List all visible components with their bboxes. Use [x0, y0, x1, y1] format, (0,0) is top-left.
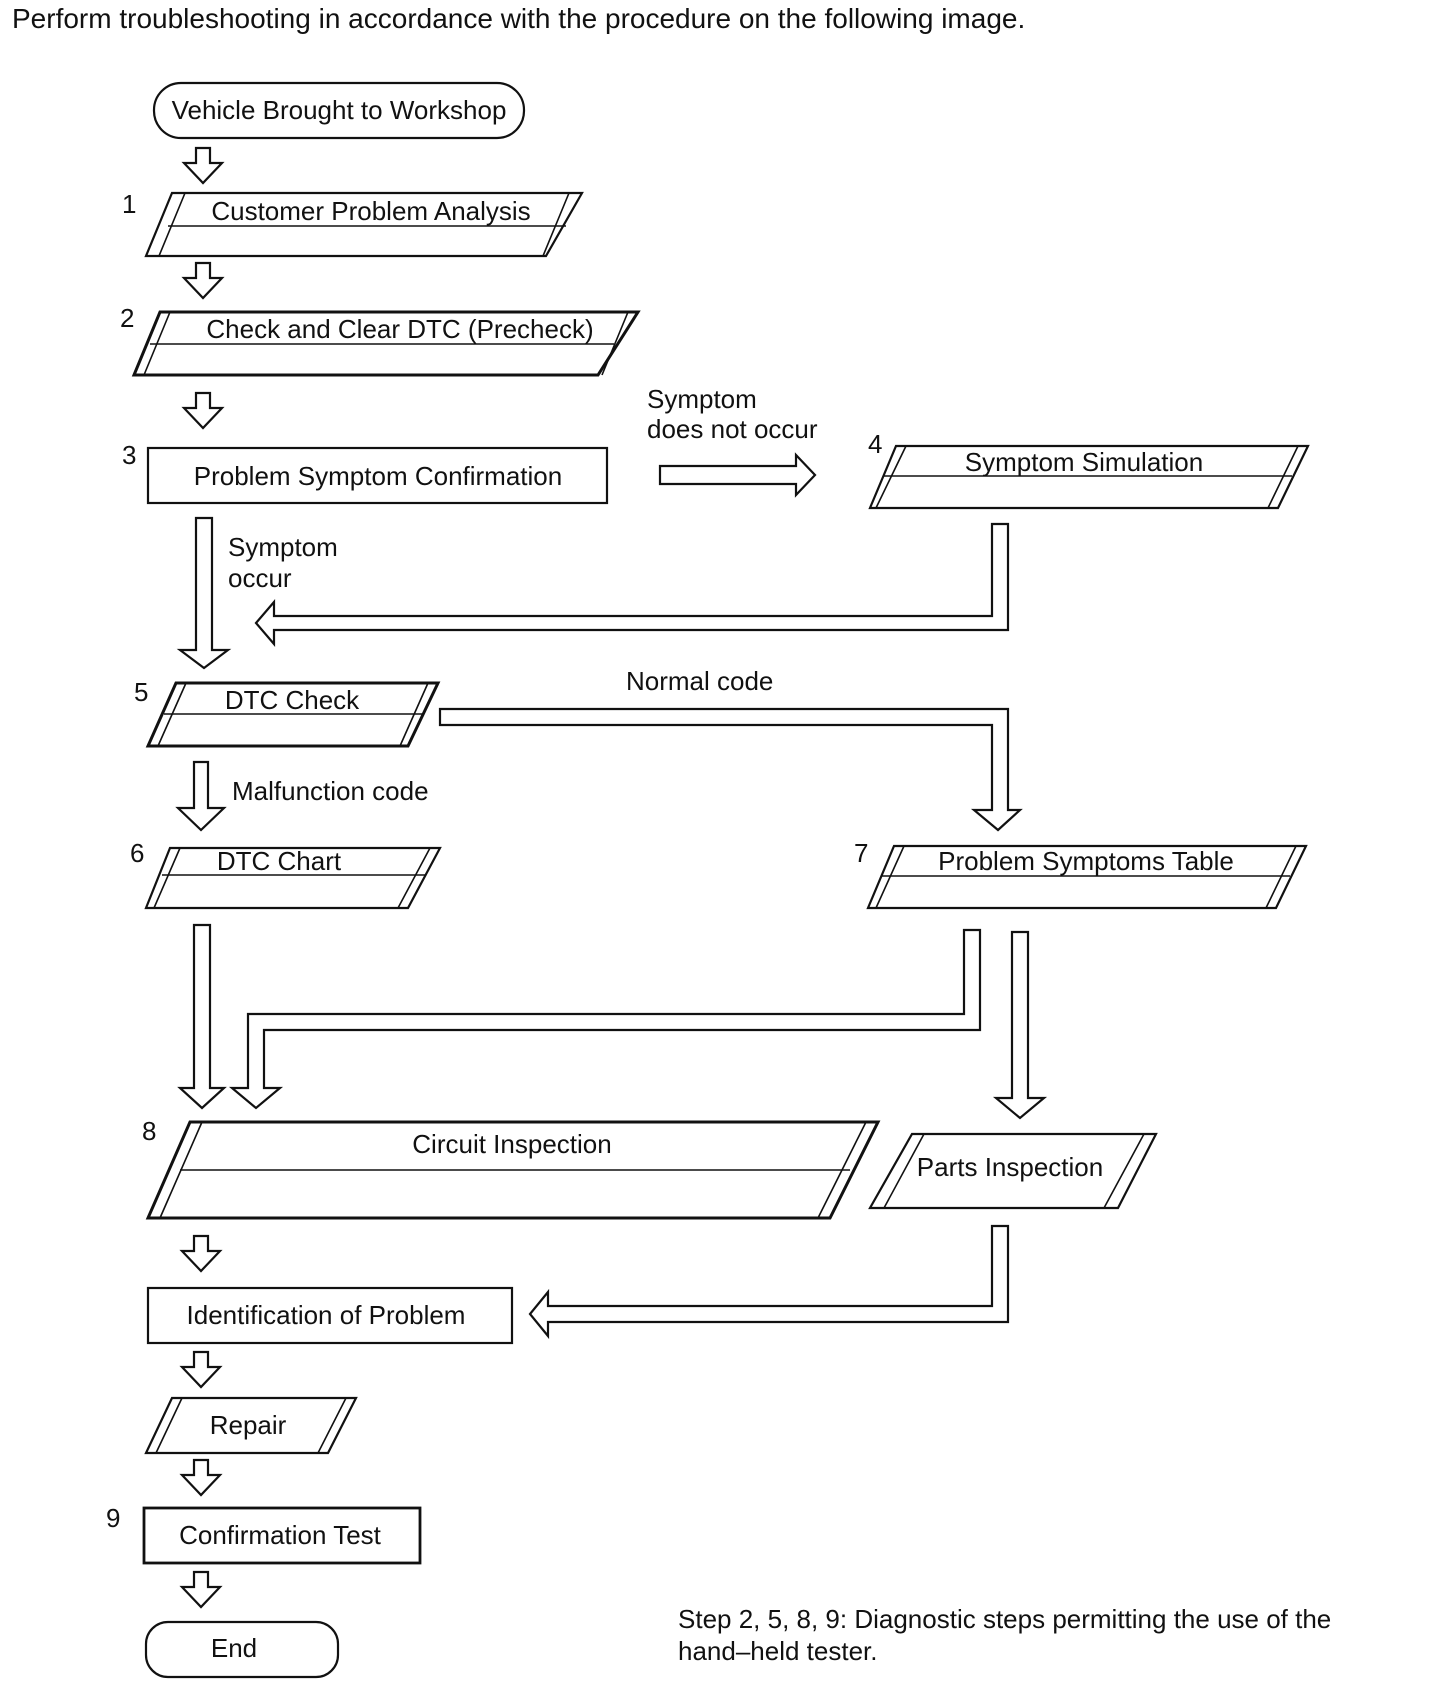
identification-of-problem-label: Identification of Problem — [187, 1300, 466, 1330]
step-number-1: 1 — [122, 189, 136, 219]
step-number-9: 9 — [106, 1503, 120, 1533]
arrow-1-to-2 — [181, 261, 225, 300]
confirmation-test-shape — [142, 1506, 422, 1565]
arrow-repair-to-9 — [179, 1458, 223, 1497]
problem-symptoms-table-label: Problem Symptoms Table — [938, 846, 1234, 876]
arrow-identification-to-repair — [179, 1350, 223, 1389]
parts-inspection-label: Parts Inspection — [917, 1152, 1103, 1182]
arrow-3-to-4 — [658, 452, 817, 498]
edge-label-normal-code: Normal code — [626, 666, 773, 696]
customer-problem-analysis-shape — [144, 191, 584, 258]
dtc-check-label: DTC Check — [225, 685, 360, 715]
arrow-6-to-8 — [177, 923, 227, 1110]
circuit-inspection-label: Circuit Inspection — [412, 1129, 611, 1159]
step-number-8: 8 — [142, 1116, 156, 1146]
problem-symptoms-table-shape — [866, 844, 1308, 910]
arrow-8-to-identification — [179, 1234, 223, 1273]
customer-problem-analysis-label: Customer Problem Analysis — [211, 196, 530, 226]
arrow-start-to-1 — [181, 146, 225, 185]
step-number-5: 5 — [134, 677, 148, 707]
end-label: End — [211, 1633, 257, 1663]
edge-label-symptom-not-occur-line1: Symptom — [647, 384, 757, 414]
repair-shape — [144, 1396, 358, 1455]
arrow-5-to-6 — [175, 760, 227, 832]
problem-symptom-confirmation-label: Problem Symptom Confirmation — [194, 461, 562, 491]
confirmation-test-label: Confirmation Test — [179, 1520, 382, 1550]
symptom-simulation-shape — [868, 444, 1310, 510]
arrow-3-to-5 — [176, 516, 232, 670]
step-number-7: 7 — [854, 838, 868, 868]
page-header: Perform troubleshooting in accordance wi… — [12, 3, 1025, 34]
edge-label-symptom-occur-line1: Symptom — [228, 532, 338, 562]
arrow-parts-to-identification — [528, 1224, 1010, 1340]
footnote-line2: hand–held tester. — [678, 1636, 878, 1666]
identification-of-problem-shape — [146, 1286, 514, 1345]
arrow-7-to-8 — [228, 928, 982, 1110]
dtc-check-shape — [145, 681, 441, 748]
start-terminal-shape — [152, 81, 526, 140]
edge-label-malfunction-code: Malfunction code — [232, 776, 429, 806]
arrow-9-to-end — [179, 1570, 223, 1609]
edge-label-symptom-occur-line2: occur — [228, 563, 292, 593]
footnote-line1: Step 2, 5, 8, 9: Diagnostic steps permit… — [678, 1604, 1331, 1634]
problem-symptom-confirmation-shape — [146, 446, 609, 505]
arrow-7-to-parts-inspection — [992, 930, 1048, 1120]
step-number-3: 3 — [122, 440, 136, 470]
arrow-4-to-5 — [254, 522, 1010, 647]
end-terminal-shape — [144, 1620, 340, 1679]
start-label: Vehicle Brought to Workshop — [172, 95, 507, 125]
edge-label-symptom-not-occur-line2: does not occur — [647, 414, 818, 444]
arrow-5-to-7 — [438, 707, 1023, 832]
dtc-chart-shape — [144, 846, 442, 910]
symptom-simulation-label: Symptom Simulation — [965, 447, 1203, 477]
arrow-2-to-3 — [181, 391, 225, 430]
parts-inspection-shape — [868, 1132, 1158, 1210]
step-number-4: 4 — [868, 429, 882, 459]
dtc-chart-label: DTC Chart — [217, 846, 342, 876]
circuit-inspection-shape — [145, 1120, 881, 1220]
step-number-6: 6 — [130, 838, 144, 868]
step-number-2: 2 — [120, 303, 134, 333]
check-clear-dtc-shape — [131, 310, 641, 377]
repair-label: Repair — [210, 1410, 287, 1440]
check-clear-dtc-label: Check and Clear DTC (Precheck) — [206, 314, 593, 344]
